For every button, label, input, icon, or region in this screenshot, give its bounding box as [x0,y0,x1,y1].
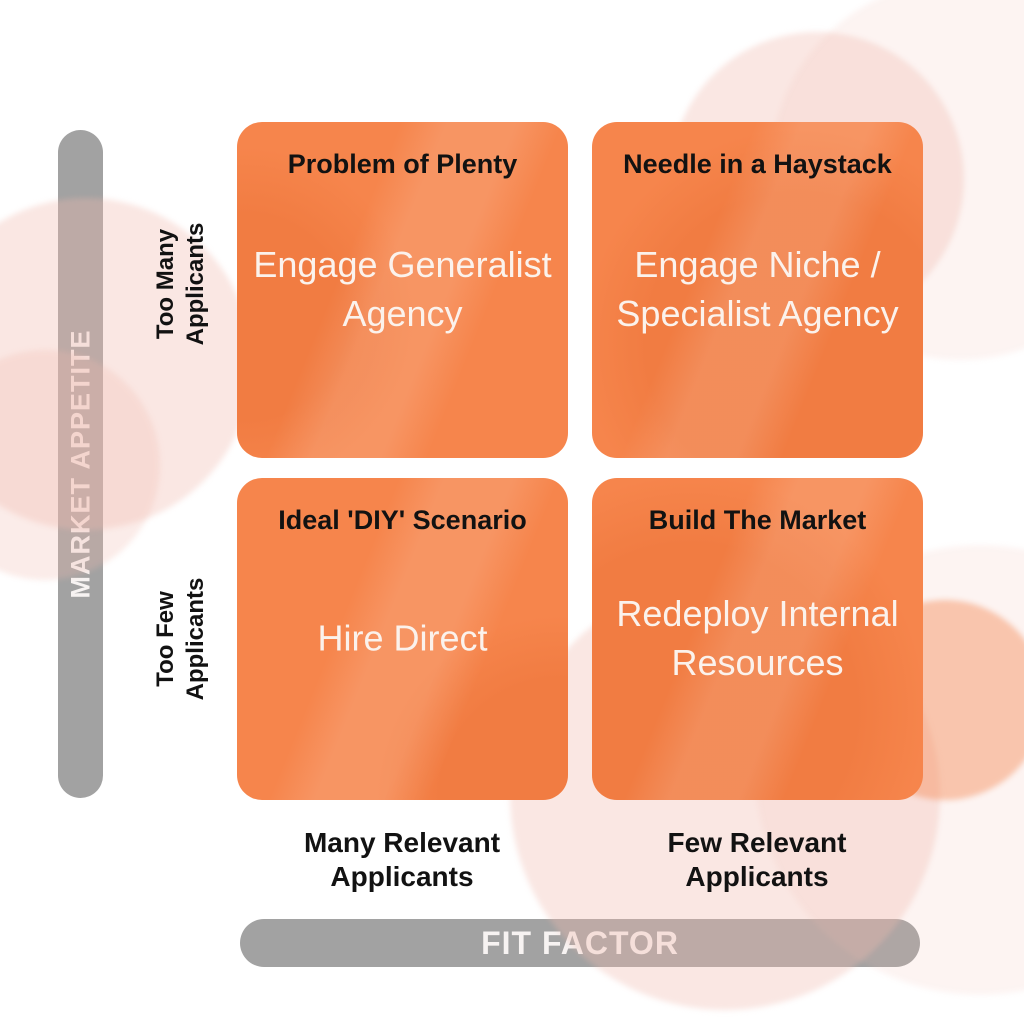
y-axis-top-label: Too Many Applicants [152,222,209,346]
quadrant-bottom-left: Ideal 'DIY' Scenario Hire Direct [237,478,568,800]
quadrant-bottom-right: Build The Market Redeploy Internal Resou… [592,478,923,800]
x-axis-title: FIT FACTOR [481,924,679,961]
quadrant-title: Needle in a Haystack [623,149,892,179]
quadrant-top-right: Needle in a Haystack Engage Niche / Spec… [592,122,923,458]
x-axis-right-label: Few Relevant Applicants [667,827,847,892]
quadrant-action: Redeploy Internal Resources [616,593,899,683]
x-axis-left-label: Many Relevant Applicants [303,827,501,892]
quadrant-top-left: Problem of Plenty Engage Generalist Agen… [237,122,568,458]
y-axis-bottom-label: Too Few Applicants [152,577,209,701]
quadrant-title: Problem of Plenty [287,149,518,179]
decorative-pink-circle [0,198,252,530]
quadrant-action: Engage Generalist Agency [253,244,552,334]
quadrant-title: Build The Market [648,505,867,535]
y-axis-title: MARKET APPETITE [65,329,95,599]
y-axis-bar: MARKET APPETITE [58,130,103,798]
x-axis-bar: FIT FACTOR [240,919,920,967]
quadrant-title: Ideal 'DIY' Scenario [278,505,527,535]
quadrant-action: Engage Niche / Specialist Agency [616,244,899,334]
quadrant-action: Hire Direct [317,617,488,659]
